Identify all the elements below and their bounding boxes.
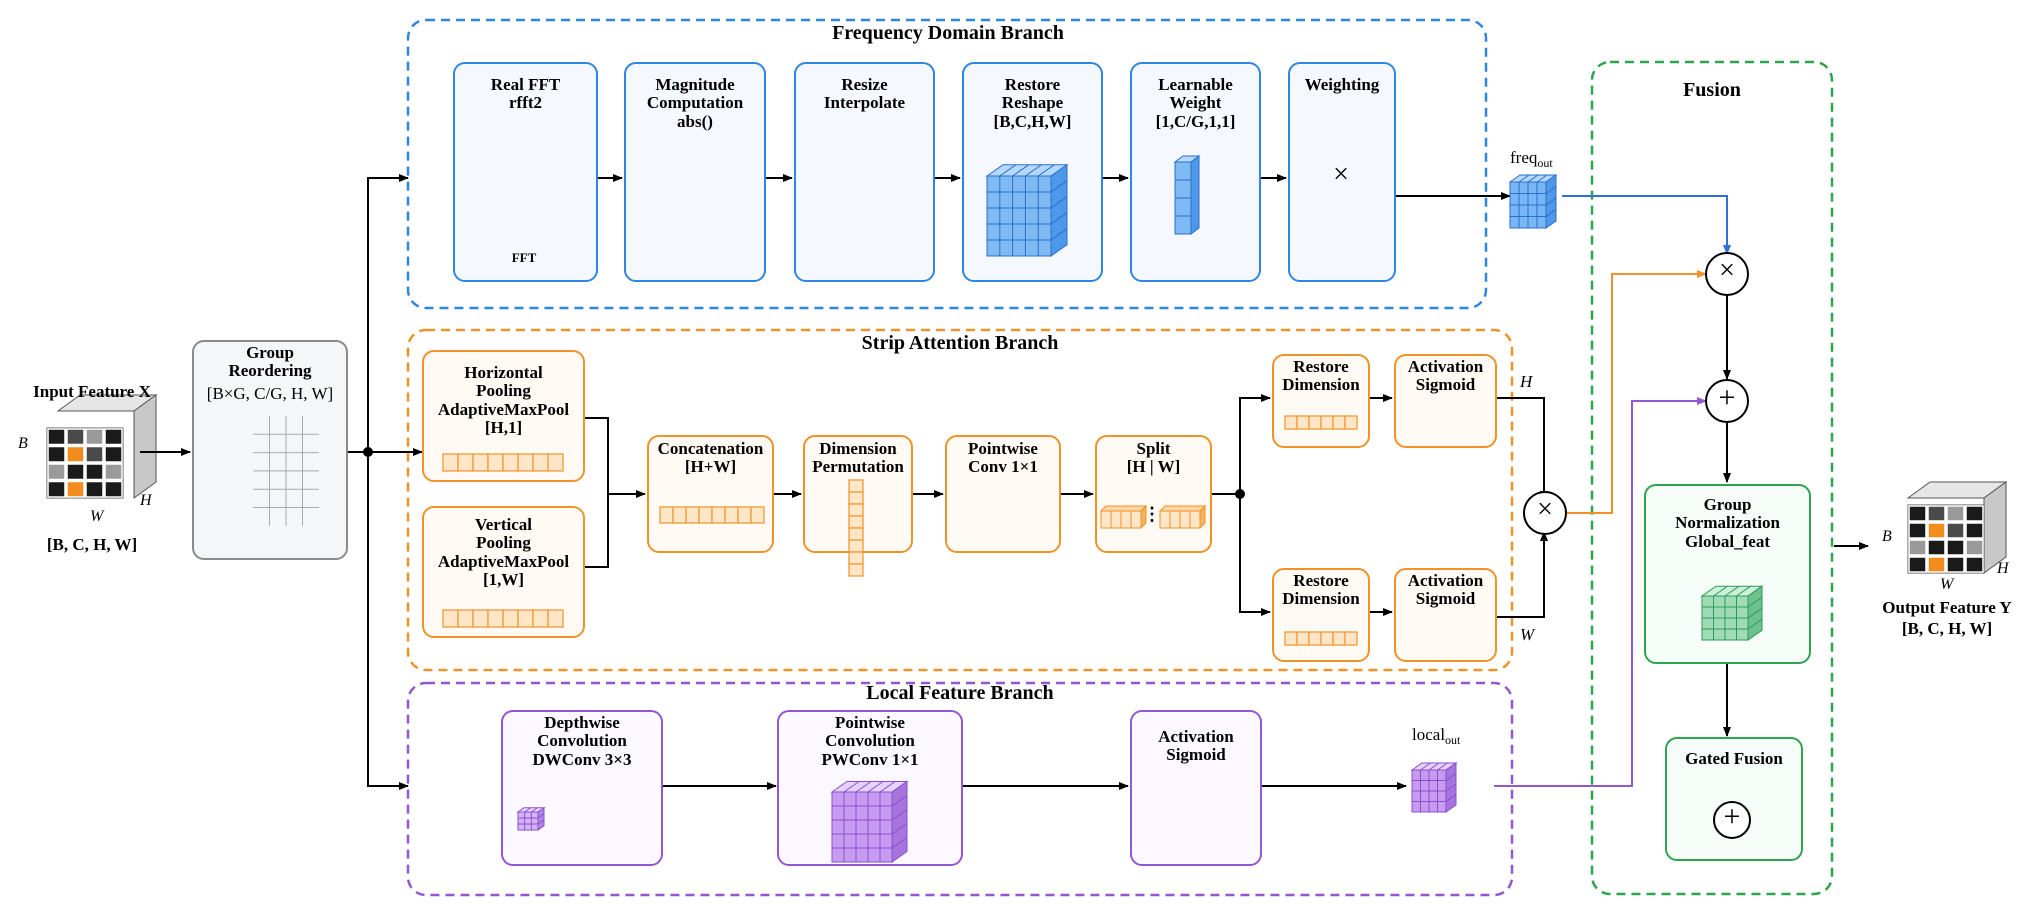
weight-label: Learnable Weight [1,C/G,1,1]: [1155, 75, 1236, 131]
hpool-label: Horizontal Pooling AdaptiveMaxPool [H,1]: [437, 363, 570, 438]
local-out-label: localout: [1412, 725, 1460, 748]
node-resize: [794, 62, 935, 282]
input-shape: [B, C, H, W]: [46, 535, 138, 554]
frequency-branch-title: Frequency Domain Branch: [832, 22, 1064, 44]
input-axis-b: B: [18, 435, 28, 452]
fusion-add-node: [1705, 379, 1749, 423]
local-out-sub: out: [1445, 733, 1461, 747]
strip-multiply-symbol: ×: [1537, 494, 1553, 525]
input-axis-w: W: [90, 508, 104, 525]
vpool-label: Vertical Pooling AdaptiveMaxPool [1,W]: [437, 515, 570, 590]
act-w-label: Activation Sigmoid: [1407, 571, 1484, 609]
fft-tag: FFT: [511, 250, 537, 265]
node-concat: [647, 435, 774, 553]
node-pwconv-local: [777, 710, 963, 866]
node-weighting: [1288, 62, 1396, 282]
node-pwconv-strip: [945, 435, 1061, 553]
node-restore-w: [1272, 568, 1370, 662]
input-feature-cube: [46, 394, 158, 499]
group-reordering-box: [192, 340, 348, 560]
local-out-main: local: [1412, 725, 1446, 744]
gated-fusion-add-node: [1713, 801, 1751, 839]
magnitude-label: Magnitude Computation abs(): [646, 75, 744, 131]
node-fft: [453, 62, 598, 282]
fusion-title: Fusion: [1683, 79, 1741, 101]
fusion-add-symbol: +: [1718, 381, 1736, 414]
pwconv-strip-label: Pointwise Conv 1×1: [968, 439, 1038, 477]
freq-out-label: freqout: [1510, 148, 1553, 171]
freq-out-sub: out: [1537, 156, 1553, 170]
output-shape: [B, C, H, W]: [1901, 619, 1993, 638]
node-act-w: [1394, 568, 1497, 662]
act-h-label: Activation Sigmoid: [1407, 357, 1484, 395]
weighting-label: Weighting: [1304, 75, 1380, 94]
group-reordering-shape: [B×G, C/G, H, W]: [206, 384, 334, 403]
act-local-label: Activation Sigmoid: [1158, 727, 1234, 765]
dwconv-label: Depthwise Convolution DWConv 3×3: [532, 713, 632, 769]
restore-label: Restore Reshape [B,C,H,W]: [993, 75, 1072, 131]
restore-w-label: Restore Dimension: [1282, 571, 1360, 609]
output-axis-b: B: [1882, 528, 1892, 545]
node-gated-fusion: [1665, 737, 1803, 861]
fusion-container: [1590, 60, 1834, 896]
node-magnitude: [624, 62, 766, 282]
permute-label: Dimension Permutation: [812, 439, 904, 477]
concat-label: Concatenation [H+W]: [657, 439, 764, 477]
node-weight: [1130, 62, 1261, 282]
node-act-local: [1130, 710, 1262, 866]
output-feature-cube: [1906, 481, 2008, 574]
strip-branch-container: [406, 328, 1514, 672]
output-title: Output Feature Y: [1882, 598, 2012, 617]
group-reordering-title: Group Reordering: [228, 343, 312, 381]
strip-branch-title: Strip Attention Branch: [861, 332, 1059, 354]
node-dwconv: [501, 710, 663, 866]
input-axis-h: H: [140, 492, 152, 509]
pwconv-local-label: Pointwise Convolution PWConv 1×1: [821, 713, 919, 769]
input-title: Input Feature X: [33, 382, 151, 401]
local-to-add-connector: [1494, 397, 1707, 787]
fft-label: Real FFT rfft2: [490, 75, 561, 113]
strip-to-multiply-connector: [1566, 270, 1707, 514]
split-label: Split [H | W]: [1126, 439, 1181, 477]
main-connectors: [140, 174, 1869, 790]
output-axis-h: H: [1997, 560, 2009, 577]
gated-fusion-label: Gated Fusion: [1685, 749, 1783, 768]
gated-fusion-add-symbol: +: [1723, 800, 1741, 833]
restore-h-label: Restore Dimension: [1282, 357, 1360, 395]
weighting-symbol: ×: [1333, 159, 1349, 190]
strip-multiply-node: [1523, 491, 1567, 535]
resize-label: Resize Interpolate: [823, 75, 906, 113]
local-branch-container: [406, 681, 1514, 897]
node-act-h: [1394, 354, 1497, 448]
fusion-multiply-symbol: ×: [1719, 255, 1735, 286]
strip-label-h: H: [1520, 372, 1533, 391]
split-ellipsis: ⋮: [1143, 504, 1161, 524]
local-branch-title: Local Feature Branch: [866, 682, 1054, 704]
node-restore-h: [1272, 354, 1370, 448]
freq-to-multiply-connector: [1562, 195, 1731, 255]
freq-out-main: freq: [1510, 148, 1538, 167]
node-split: [1095, 435, 1212, 553]
output-axis-w: W: [1940, 576, 1954, 593]
group-norm-label: Group Normalization Global_feat: [1675, 495, 1780, 551]
fusion-multiply-node: [1705, 252, 1749, 296]
strip-label-w: W: [1520, 625, 1535, 644]
